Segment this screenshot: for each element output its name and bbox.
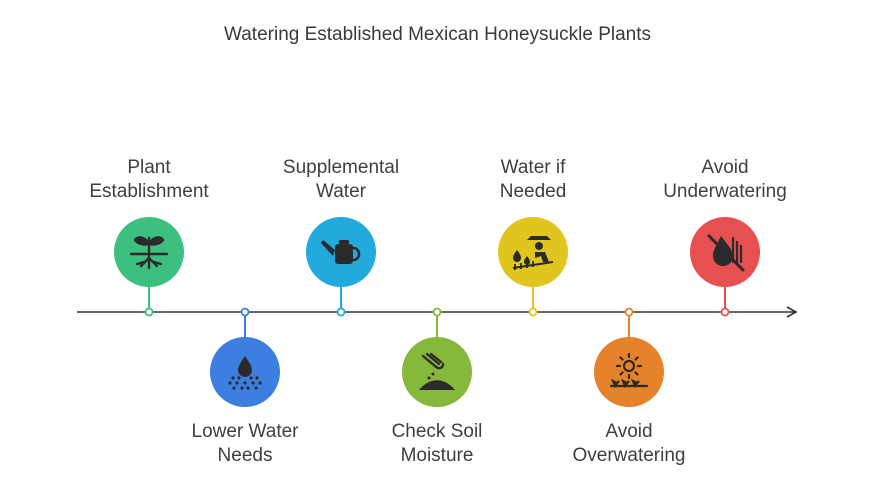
timeline-step <box>594 307 664 407</box>
step-label-line: Needed <box>499 181 567 202</box>
step-marker-dot <box>336 307 346 317</box>
step-label-line: Establishment <box>89 181 209 202</box>
step-label-line: Water if <box>500 157 566 178</box>
step-label-line: Underwatering <box>663 181 787 202</box>
timeline-step <box>210 307 280 407</box>
step-label-line: Moisture <box>400 445 474 466</box>
step-marker-dot <box>240 307 250 317</box>
timeline-step <box>114 217 184 317</box>
timeline-step <box>690 217 760 317</box>
step-label-line: Lower Water <box>191 421 299 442</box>
timeline-step <box>402 307 472 407</box>
step-label-line: Supplemental <box>282 157 400 178</box>
step-marker-dot <box>432 307 442 317</box>
timeline-step <box>306 217 376 317</box>
step-marker-dot <box>624 307 634 317</box>
step-circle <box>498 217 568 287</box>
step-label-line: Plant <box>127 157 171 178</box>
step-circle <box>402 337 472 407</box>
diagram-title: Watering Established Mexican Honeysuckle… <box>224 24 651 45</box>
step-label: Water if Needed <box>448 156 618 204</box>
step-marker-dot <box>144 307 154 317</box>
step-label-line: Water <box>316 181 366 202</box>
step-label-line: Avoid <box>605 421 653 442</box>
steps-layer <box>114 217 760 407</box>
timeline-step <box>498 217 568 317</box>
step-label-line: Check Soil <box>391 421 483 442</box>
step-label-line: Avoid <box>701 157 749 178</box>
step-marker-dot <box>528 307 538 317</box>
step-label-line: Needs <box>217 445 273 466</box>
step-label-line: Overwatering <box>572 445 686 466</box>
step-marker-dot <box>720 307 730 317</box>
